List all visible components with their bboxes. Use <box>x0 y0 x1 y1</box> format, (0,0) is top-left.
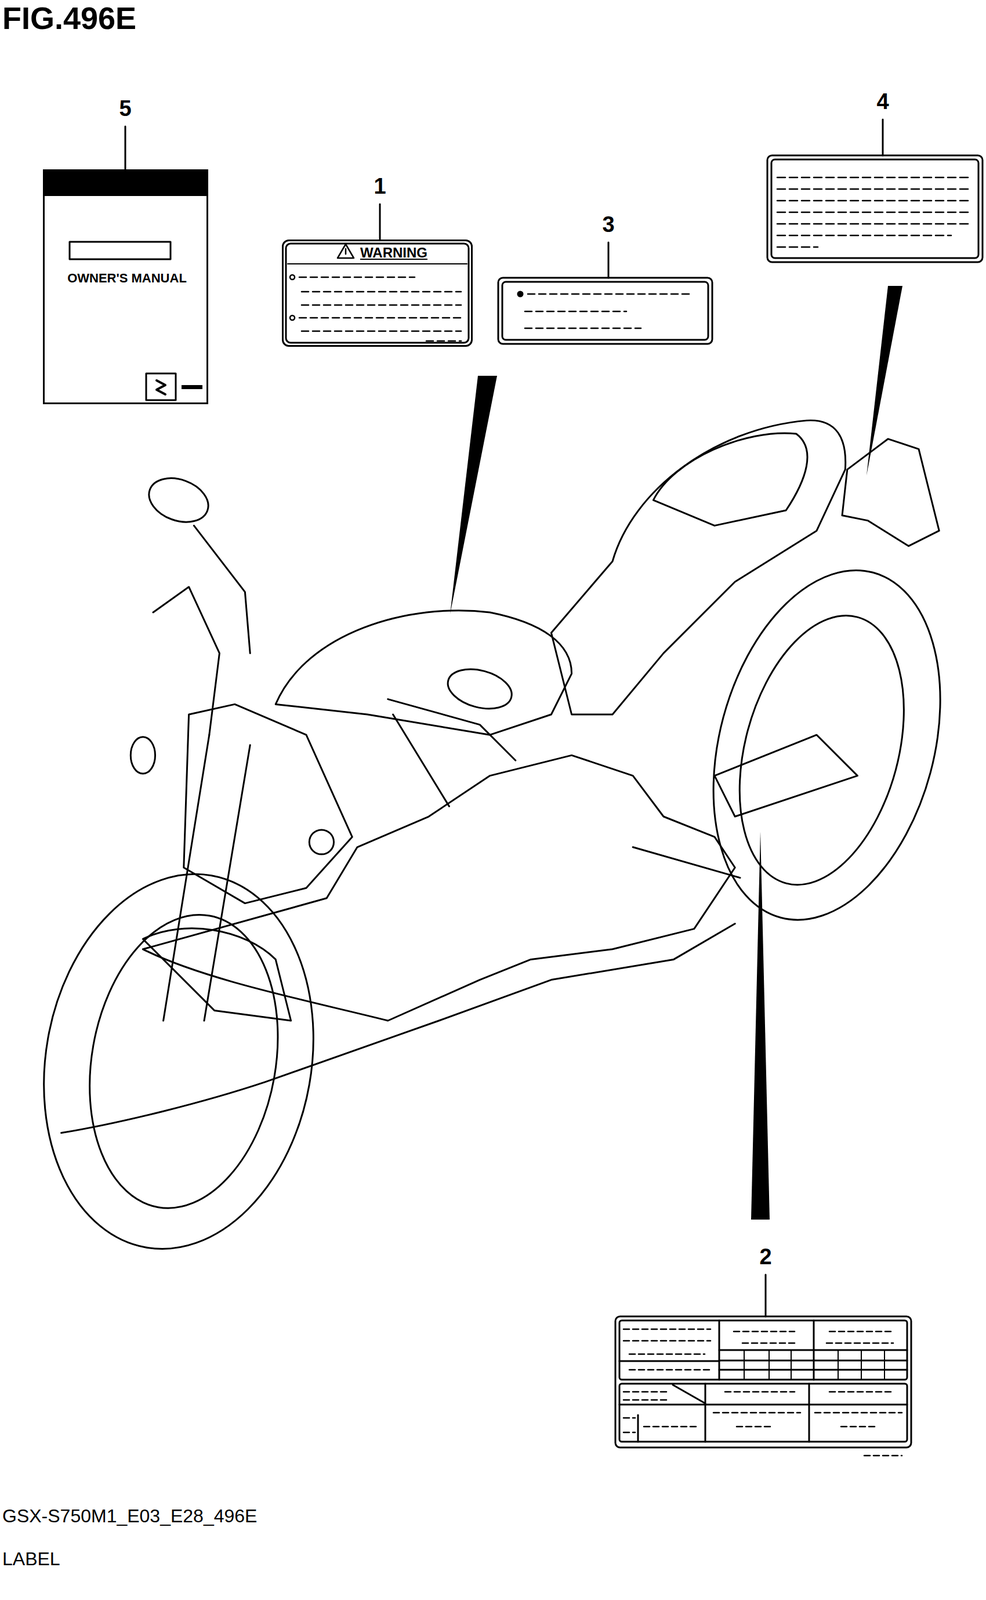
label-2-sticker <box>615 1316 912 1456</box>
pointer-wedge <box>751 831 770 1220</box>
warning-label-decoration <box>285 243 469 343</box>
box-text: WARNING <box>360 244 428 261</box>
label-4-sticker <box>767 155 983 263</box>
figure-code: GSX-S750M1_E03_E28_496E <box>2 1505 257 1528</box>
leader-lines <box>125 119 883 1317</box>
pointer-wedge <box>866 285 903 476</box>
callout-number: 4 <box>876 89 889 115</box>
figure-title: FIG.496E <box>2 0 137 36</box>
figure-caption: LABEL <box>2 1548 61 1571</box>
callout-number: 2 <box>759 1244 772 1270</box>
pointer-wedge <box>450 375 498 615</box>
label-3-sticker <box>498 277 713 344</box>
motorcycle-outline <box>15 420 977 1271</box>
callout-number: 3 <box>602 212 615 238</box>
box-text: OWNER'S MANUAL <box>67 270 187 286</box>
callout-number: 1 <box>373 174 386 199</box>
callout-number: 5 <box>118 96 132 122</box>
owners-manual: OWNER'S MANUAL <box>42 169 209 405</box>
warning-label: WARNING <box>281 239 473 347</box>
manual-decoration <box>42 169 209 401</box>
